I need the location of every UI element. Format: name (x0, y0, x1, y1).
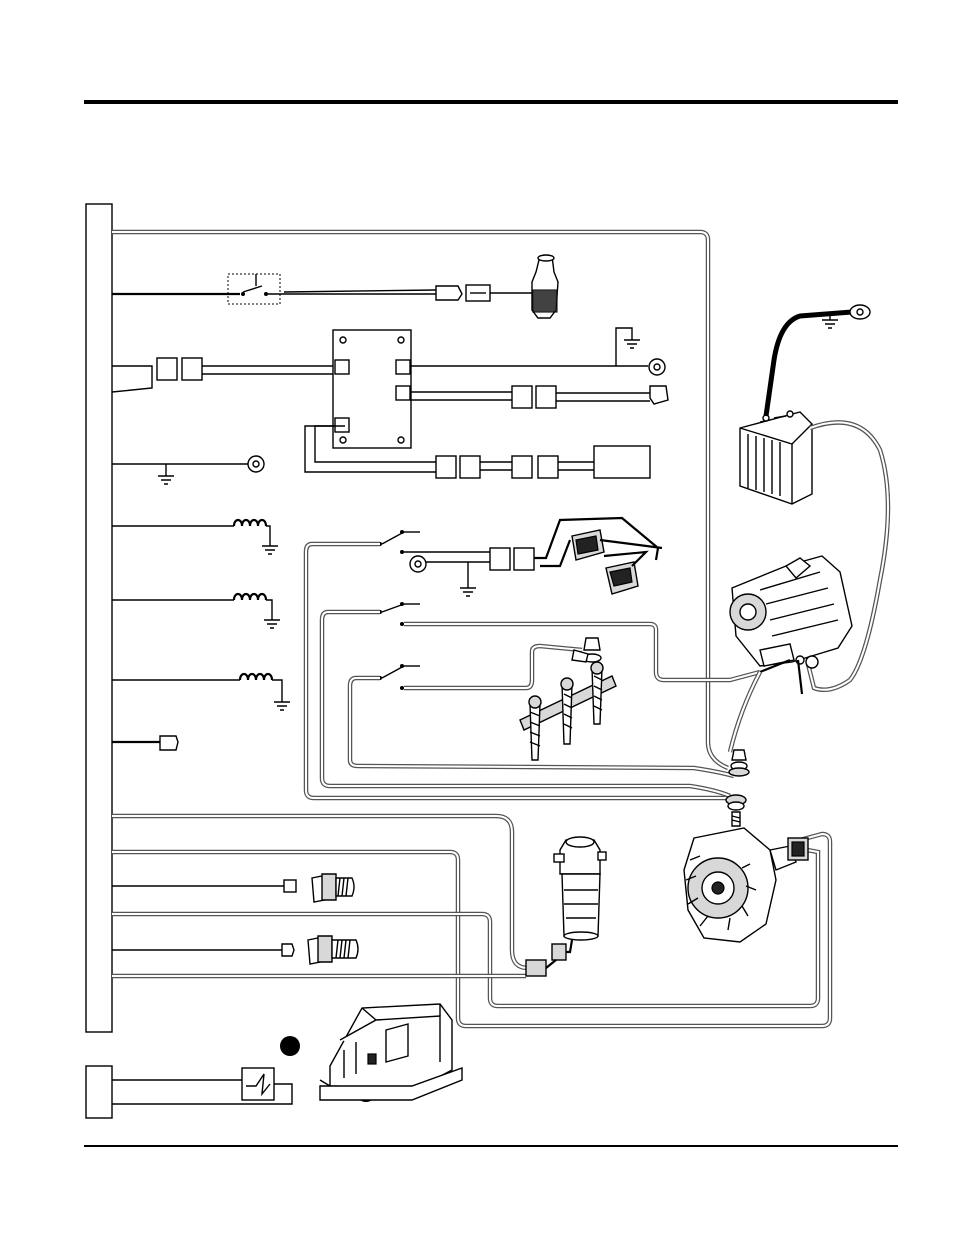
top-rule (84, 100, 898, 104)
bullet-terminal (160, 736, 178, 750)
starter-motor (730, 556, 852, 668)
glow-plugs (520, 638, 616, 760)
bottom-rule (84, 1145, 898, 1147)
alternator (684, 828, 796, 942)
connector-socket-left (182, 358, 202, 380)
connector-plug-4 (512, 456, 532, 478)
oil-sender-terminal (284, 880, 296, 892)
connector-socket-2 (536, 386, 556, 408)
controller-module-bar (86, 204, 112, 1032)
stud-bolt-2 (726, 795, 746, 826)
temp-sender-terminal (282, 944, 294, 956)
oil-pressure-sender (312, 874, 354, 902)
connector-socket-3 (460, 456, 480, 478)
ground-symbol-1 (624, 340, 640, 348)
bullet-connector (436, 286, 462, 300)
callout-dot-1 (280, 1036, 300, 1056)
engine-mount-bracket (320, 1004, 462, 1100)
glow-plug-relay (594, 446, 650, 478)
connector-plug-5 (490, 548, 510, 570)
connector-plug-left (157, 358, 177, 380)
battery-cable-negative (766, 312, 852, 416)
wire-glow-bus (404, 646, 582, 688)
coil-1 (112, 520, 278, 554)
coil-3 (112, 674, 290, 710)
fuel-filter (526, 837, 606, 976)
secondary-module-block (86, 1066, 112, 1118)
connector-socket-4 (538, 456, 558, 478)
stud-bolt-1 (729, 750, 749, 776)
fuel-filter-connector (552, 944, 566, 960)
relay-contact-1 (378, 530, 420, 554)
coil-2 (112, 594, 280, 628)
battery (740, 411, 812, 504)
connector-socket-5 (514, 548, 534, 570)
ignition-boot-icon (532, 255, 558, 318)
connector-plug-2 (512, 386, 532, 408)
connector-plug-3 (436, 456, 456, 478)
coolant-temp-sender (308, 936, 358, 964)
small-connector-end (650, 386, 668, 404)
